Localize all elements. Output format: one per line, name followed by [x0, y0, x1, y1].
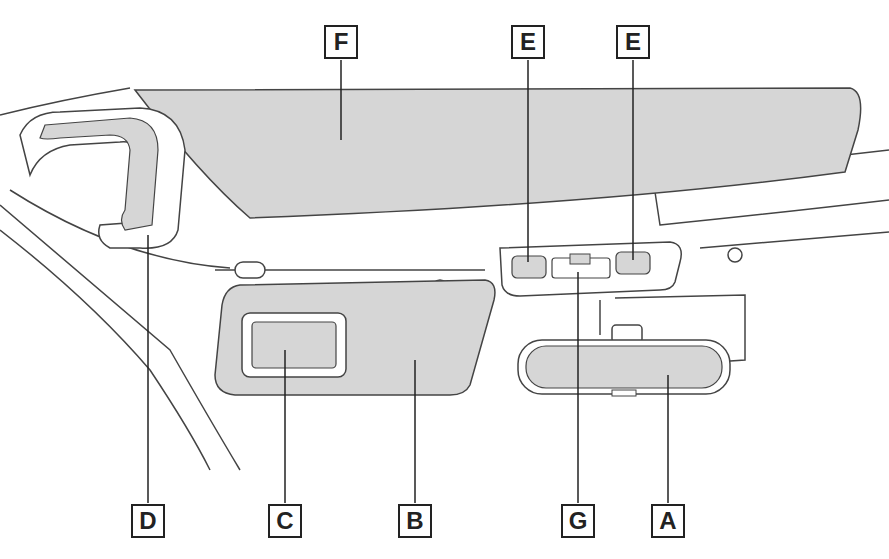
- rearview-mirror: [518, 325, 730, 396]
- callout-letter: C: [268, 504, 302, 538]
- callout-letter: E: [511, 25, 545, 59]
- callout-letter: F: [324, 25, 358, 59]
- callout-letter: G: [561, 504, 596, 538]
- callout-letter: A: [651, 504, 685, 538]
- grab-handle: [20, 108, 185, 248]
- vanity-mirror: [242, 313, 346, 377]
- sun-visor: [215, 280, 495, 395]
- callout-letter: D: [131, 504, 165, 538]
- leader-lines: [148, 60, 668, 503]
- callout-letter: B: [398, 504, 432, 538]
- headliner-panel: [135, 88, 861, 218]
- callout-letter: E: [616, 25, 650, 59]
